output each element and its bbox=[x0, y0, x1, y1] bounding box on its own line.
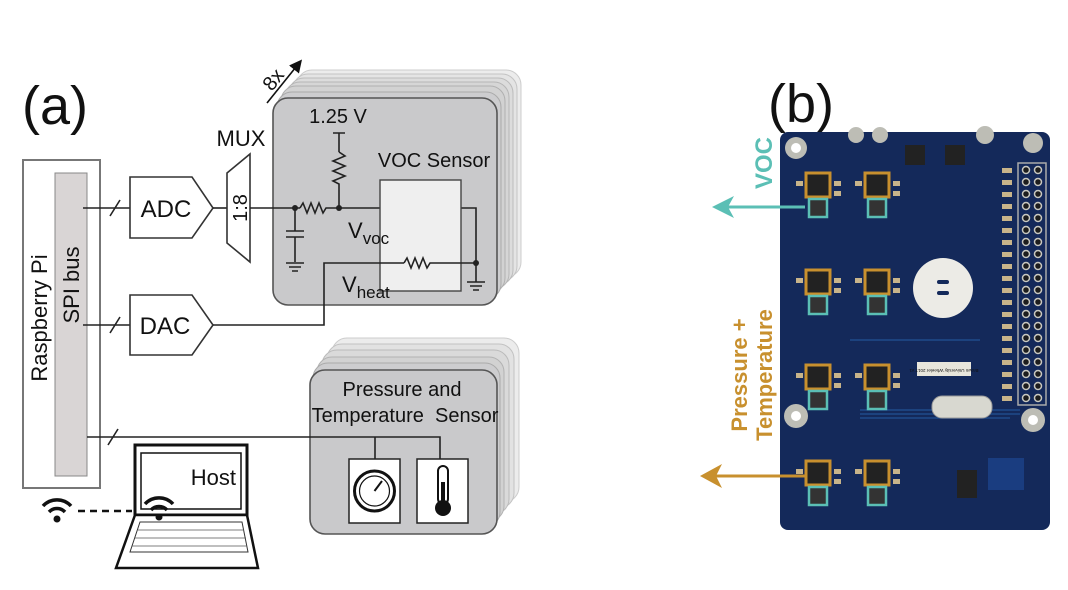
wifi-icon bbox=[41, 498, 73, 523]
header-pin bbox=[1033, 285, 1043, 295]
mux-block: 1:8 bbox=[226, 152, 252, 264]
header-pin bbox=[1033, 261, 1043, 271]
voc-sensor-label: VOC Sensor bbox=[378, 150, 491, 172]
header-pin bbox=[1021, 297, 1031, 307]
voc-sensor-chip bbox=[807, 389, 829, 411]
raspberry-pi-label: Raspberry Pi bbox=[27, 254, 52, 381]
header-pin bbox=[1021, 225, 1031, 235]
header-pin bbox=[1021, 333, 1031, 343]
heater-resistor-icon bbox=[403, 255, 476, 271]
pt-sensor-label-line1: Pressure and bbox=[343, 379, 462, 401]
voc-arrow-label: VOC bbox=[751, 137, 778, 189]
adc-label: ADC bbox=[141, 196, 192, 223]
raspberry-pi-block: Raspberry Pi SPI bus bbox=[22, 159, 101, 489]
voc-sensor-chip bbox=[866, 485, 888, 507]
pt-sensor-label-line2: Temperature Sensor bbox=[312, 405, 499, 427]
voc-sensor-chip bbox=[866, 197, 888, 219]
pcb-silkscreen: Brown University Wheeler 2017 v1 bbox=[909, 368, 979, 373]
spi-bus-label: SPI bus bbox=[59, 246, 84, 323]
pt-arrow-label-line1: Pressure + bbox=[727, 318, 752, 431]
header-pin bbox=[1033, 201, 1043, 211]
pt-sensor-chip bbox=[804, 363, 832, 391]
pressure-gauge-icon bbox=[348, 458, 401, 524]
panel-b-label: (b) bbox=[768, 74, 834, 134]
pt-sensor-chip bbox=[863, 459, 891, 487]
pt-sensor-chip bbox=[804, 171, 832, 199]
header-pin bbox=[1033, 309, 1043, 319]
laptop-icon bbox=[114, 443, 260, 570]
pt-arrow-label-line2: Temperature bbox=[752, 309, 777, 441]
header-pin bbox=[1021, 357, 1031, 367]
header-pin bbox=[1021, 165, 1031, 175]
header-pin bbox=[1021, 345, 1031, 355]
voc-sensor-chip bbox=[807, 197, 829, 219]
ground-icon bbox=[286, 262, 304, 272]
header-pin bbox=[1021, 189, 1031, 199]
header-pin bbox=[1033, 357, 1043, 367]
header-pin bbox=[1033, 213, 1043, 223]
thermometer-icon bbox=[416, 458, 469, 524]
header-pin bbox=[1033, 321, 1043, 331]
header-pin bbox=[1021, 285, 1031, 295]
header-pin bbox=[1033, 369, 1043, 379]
header-pin bbox=[1033, 177, 1043, 187]
voltage-ref-label: 1.25 V bbox=[309, 106, 367, 128]
header-pin bbox=[1021, 393, 1031, 403]
pt-sensor-chip bbox=[863, 171, 891, 199]
voc-sensor-chip bbox=[807, 294, 829, 316]
pcb-photo: Brown University Wheeler 2017 v1 bbox=[780, 126, 1050, 530]
mux-ratio: 1:8 bbox=[230, 194, 252, 222]
header-pin bbox=[1021, 201, 1031, 211]
header-pin bbox=[1033, 345, 1043, 355]
pt-sensor-chip bbox=[804, 268, 832, 296]
v-voc-label: Vvoc bbox=[348, 218, 390, 248]
header-pin bbox=[1021, 369, 1031, 379]
spi-bus-bar bbox=[54, 172, 88, 477]
pt-sensor-chip bbox=[863, 363, 891, 391]
header-pin bbox=[1033, 225, 1043, 235]
header-pin bbox=[1033, 333, 1043, 343]
host-label: Host bbox=[191, 465, 236, 490]
mux-label: MUX bbox=[217, 126, 266, 151]
resistor-icon bbox=[330, 151, 348, 208]
header-pin bbox=[1033, 249, 1043, 259]
header-pin bbox=[1021, 381, 1031, 391]
header-pin bbox=[1033, 381, 1043, 391]
pt-sensor-stack bbox=[309, 337, 520, 535]
header-pin bbox=[1021, 177, 1031, 187]
dac-block: DAC bbox=[129, 294, 214, 356]
wifi-icon bbox=[143, 496, 175, 521]
header-pin bbox=[1021, 213, 1031, 223]
multiplicity-label: 8x bbox=[259, 65, 289, 95]
header-pin bbox=[1021, 309, 1031, 319]
header-pin bbox=[1021, 321, 1031, 331]
v-heat-label: Vheat bbox=[342, 272, 390, 302]
voc-sensor-element bbox=[379, 179, 462, 292]
header-pin bbox=[1033, 237, 1043, 247]
resistor-icon bbox=[299, 200, 404, 216]
adc-block: ADC bbox=[129, 176, 214, 239]
voc-sensor-chip bbox=[807, 485, 829, 507]
header-pin bbox=[1021, 237, 1031, 247]
header-pin bbox=[1021, 249, 1031, 259]
panel-a-label: (a) bbox=[22, 76, 88, 136]
header-pin bbox=[1033, 273, 1043, 283]
voc-sensor-chip bbox=[866, 389, 888, 411]
header-pin bbox=[1033, 189, 1043, 199]
header-pin bbox=[1033, 393, 1043, 403]
voc-sensor-chip bbox=[866, 294, 888, 316]
dac-label: DAC bbox=[140, 313, 191, 340]
pt-sensor-chip bbox=[863, 268, 891, 296]
capacitor-icon bbox=[286, 208, 304, 262]
pt-sensor-chip bbox=[804, 459, 832, 487]
header-pin bbox=[1033, 165, 1043, 175]
ground-icon bbox=[467, 263, 485, 291]
header-pin bbox=[1021, 273, 1031, 283]
header-pin bbox=[1033, 297, 1043, 307]
header-pin bbox=[1021, 261, 1031, 271]
